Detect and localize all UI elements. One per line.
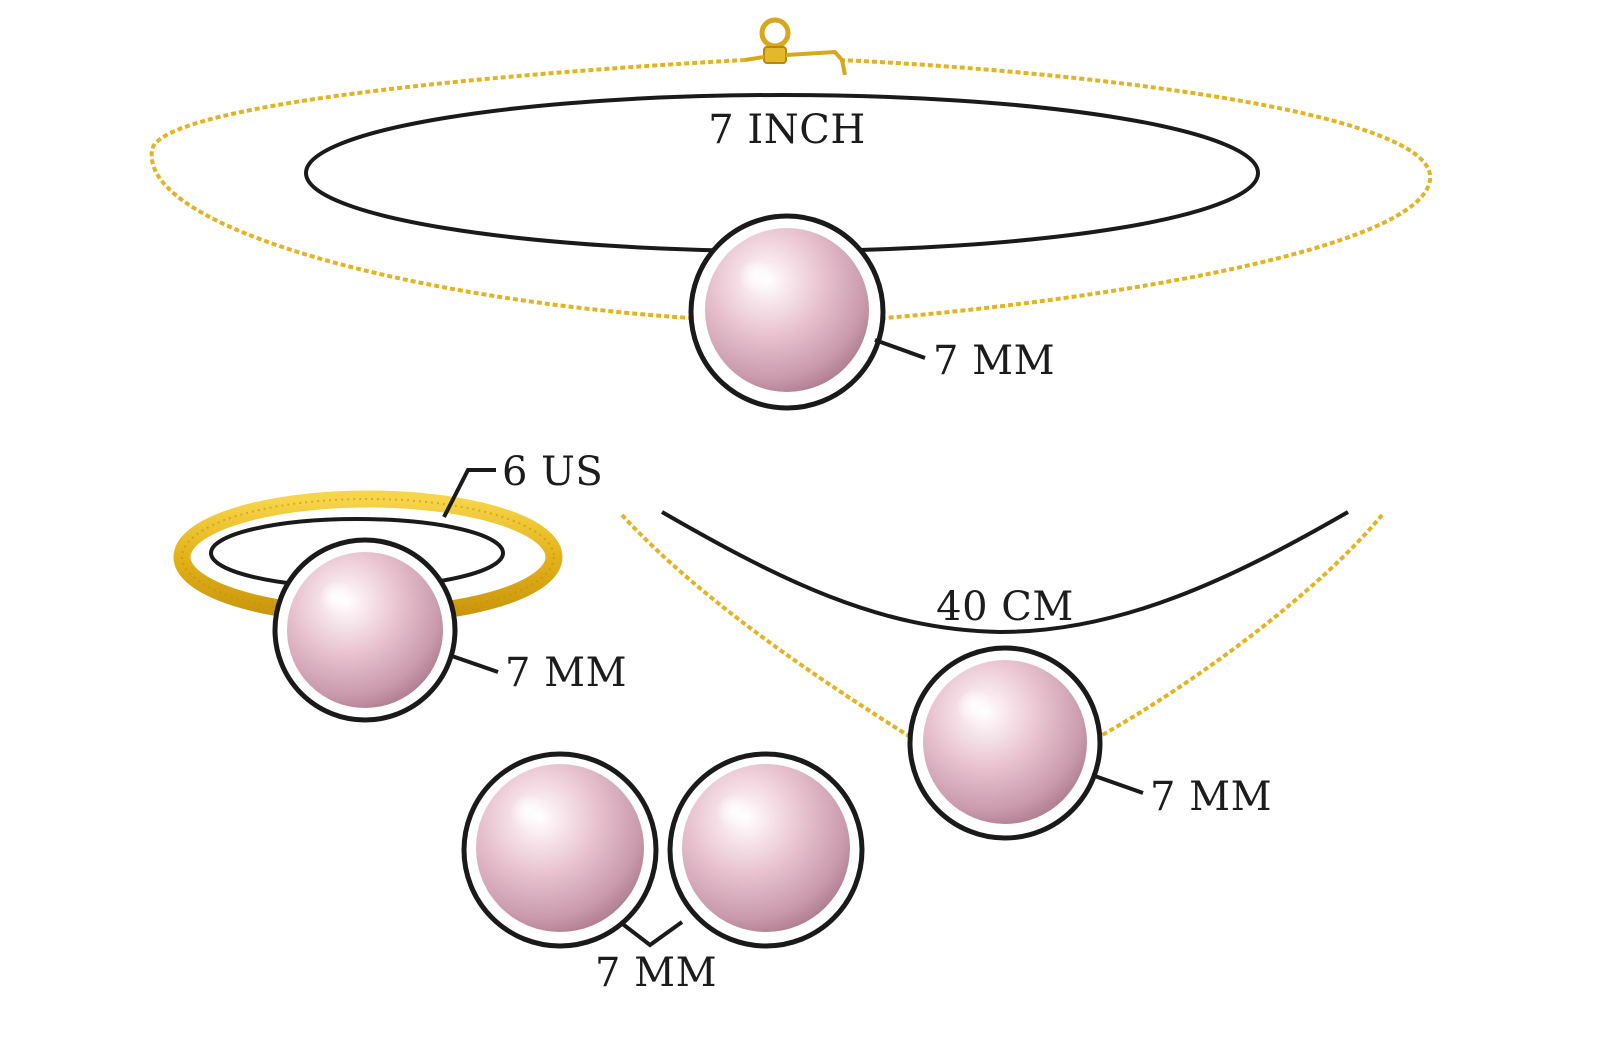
pearl-highlight [507, 793, 567, 853]
pearl-highlight [713, 793, 773, 853]
earrings-pearl-leader [618, 920, 684, 948]
necklace-pearl-leader [1091, 773, 1144, 795]
earring-left-pearl [476, 764, 644, 932]
ring: 6 US 7 MM [173, 449, 627, 723]
ring-size-leader [442, 468, 496, 518]
necklace-pearl [923, 660, 1087, 824]
ring-pearl [287, 552, 443, 708]
bracelet: 7 INCH 7 MM [149, 17, 1433, 411]
necklace-chain-right [1096, 513, 1384, 740]
necklace-length-arc [661, 510, 1349, 635]
bracelet-chain [149, 58, 746, 320]
ring-size-label: 6 US [502, 449, 603, 495]
bracelet-pearl-leader [874, 338, 926, 360]
necklace: 40 CM 7 MM [620, 510, 1384, 841]
ring-pearl-leader [448, 653, 499, 674]
necklace-chain-left [620, 513, 914, 740]
pearl-highlight [735, 258, 795, 318]
necklace-pearl-label: 7 MM [1150, 774, 1272, 820]
pearl-highlight [953, 688, 1013, 748]
bracelet-pearl-label: 7 MM [933, 338, 1055, 384]
bracelet-length-label: 7 INCH [708, 107, 865, 153]
bracelet-chain-right [839, 58, 1433, 320]
bracelet-pearl [705, 228, 869, 392]
necklace-length-label: 40 CM [936, 584, 1074, 630]
ring-pearl-label: 7 MM [505, 650, 627, 696]
pearl-highlight [316, 580, 372, 636]
earrings: 7 MM [461, 751, 865, 996]
earrings-pearl-label: 7 MM [595, 950, 717, 996]
earring-right-pearl [682, 764, 850, 932]
clasp-icon [744, 17, 847, 76]
